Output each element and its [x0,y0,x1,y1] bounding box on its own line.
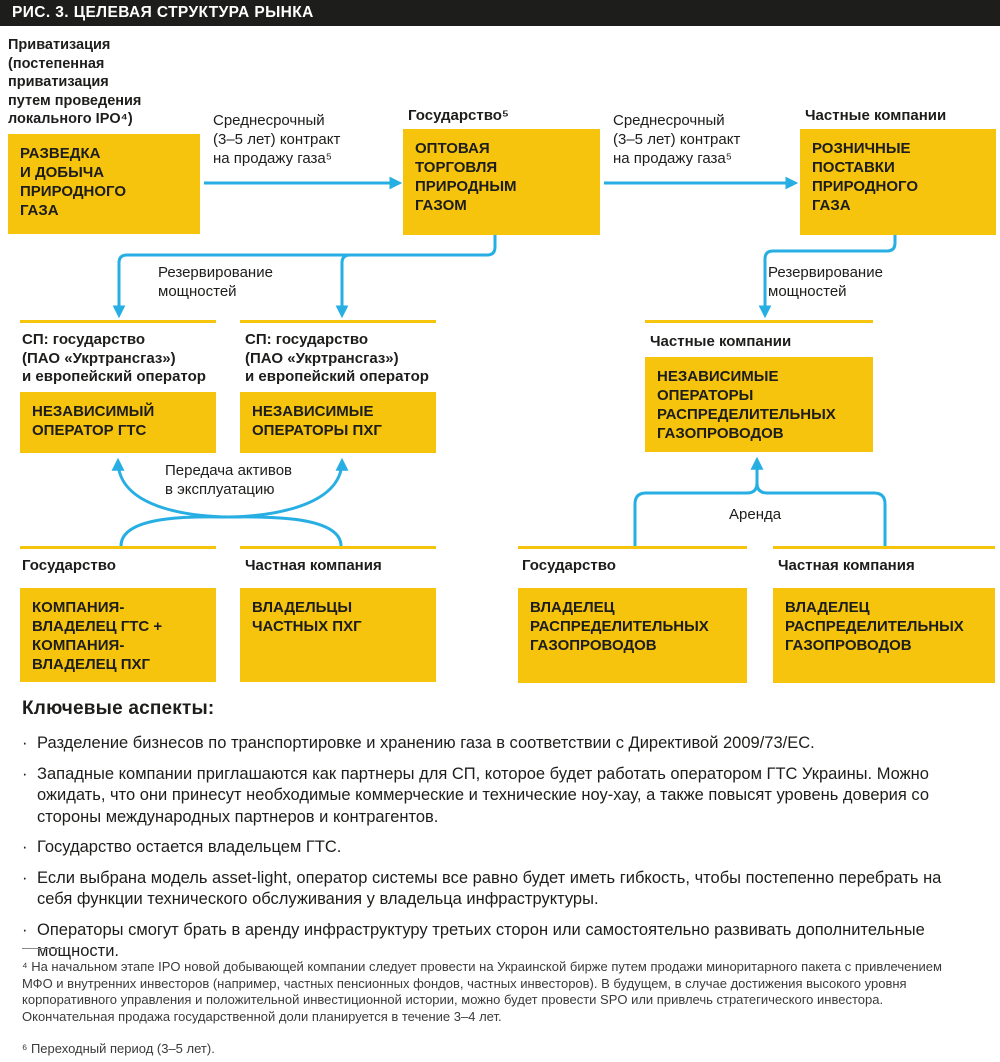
private-companies-label-mid: Частные компании [650,333,792,350]
key-aspect-item: Разделение бизнесов по транспортировке и… [22,733,972,755]
transfer-stem-left [119,515,229,547]
divider-jv-1 [20,320,216,323]
arrow-retail-to-distribution-operators [758,235,897,319]
reservation-label-left: Резервирование мощностей [158,264,273,300]
footnote-4: ⁴ На начальном этапе IPO новой добывающе… [22,959,942,1024]
owner-label-3: Государство [522,557,616,574]
footnote-rule [22,948,62,949]
owner-label-4: Частная компания [778,557,915,574]
box-retail-supply: РОЗНИЧНЫЕ ПОСТАВКИ ПРИРОДНОГО ГАЗА [800,129,996,235]
divider-owner-2 [240,546,436,549]
box-gts-operator: НЕЗАВИСИМЫЙ ОПЕРАТОР ГТС [20,392,216,453]
box-private-storage-owners: ВЛАДЕЛЬЦЫ ЧАСТНЫХ ПХГ [240,588,436,682]
footnote-6: ⁶ Переходный период (3–5 лет). [22,1041,215,1056]
box-wholesale-trade: ОПТОВАЯ ТОРГОВЛЯ ПРИРОДНЫМ ГАЗОМ [403,129,600,235]
key-aspect-item: Если выбрана модель asset-light, операто… [22,868,972,911]
reservation-label-right: Резервирование мощностей [768,264,883,300]
lease-label: Аренда [729,506,782,523]
box-distribution-owner-private: ВЛАДЕЛЕЦ РАСПРЕДЕЛИТЕЛЬНЫХ ГАЗОПРОВОДОВ [773,588,995,683]
owner-label-2: Частная компания [245,557,382,574]
box-distribution-owner-state: ВЛАДЕЛЕЦ РАСПРЕДЕЛИТЕЛЬНЫХ ГАЗОПРОВОДОВ [518,588,747,683]
divider-jv-2 [240,320,436,323]
divider-owner-4 [773,546,995,549]
box-distribution-operators: НЕЗАВИСИМЫЕ ОПЕРАТОРЫ РАСПРЕДЕЛИТЕЛЬНЫХ … [645,357,873,452]
transfer-label: Передача активов в эксплуатацию [165,462,293,498]
transfer-stem-right [227,515,343,547]
key-aspect-item: Государство остается владельцем ГТС. [22,837,972,859]
arrow-wholesale-to-gts-operator [112,235,497,319]
owner-label-1: Государство [22,557,116,574]
jv-label-2: СП: государство (ПАО «Укртрансгаз») и ев… [245,331,429,385]
divider-private-mid [645,320,873,323]
key-aspects-section: Ключевые аспекты: Разделение бизнесов по… [22,698,972,972]
privatization-note: Приватизация (постепенная приватизация п… [8,37,142,128]
figure-title: РИС. 3. ЦЕЛЕВАЯ СТРУКТУРА РЫНКА [0,0,1000,26]
private-companies-label-top: Частные компании [805,107,947,124]
box-gts-storage-owner: КОМПАНИЯ- ВЛАДЕЛЕЦ ГТС + КОМПАНИЯ- ВЛАДЕ… [20,588,216,682]
key-aspects-list: Разделение бизнесов по транспортировке и… [22,733,972,963]
jv-label-1: СП: государство (ПАО «Укртрансгаз») и ев… [22,331,206,385]
divider-owner-1 [20,546,216,549]
arrow-lease-left [633,456,764,546]
contract-label-right: Среднесрочный (3–5 лет) контракт на прод… [613,112,741,167]
key-aspect-item: Западные компании приглашаются как партн… [22,764,972,829]
key-aspects-heading: Ключевые аспекты: [22,698,215,719]
arrow-wholesale-to-storage-operators [335,253,356,319]
lease-stem-right [755,482,887,546]
divider-owner-3 [518,546,747,549]
box-storage-operators: НЕЗАВИСИМЫЕ ОПЕРАТОРЫ ПХГ [240,392,436,453]
key-aspect-item: Операторы смогут брать в аренду инфрастр… [22,920,972,963]
contract-label-left: Среднесрочный (3–5 лет) контракт на прод… [213,112,341,167]
box-exploration-production: РАЗВЕДКА И ДОБЫЧА ПРИРОДНОГО ГАЗА [8,134,200,234]
state-label: Государство⁵ [408,107,509,124]
